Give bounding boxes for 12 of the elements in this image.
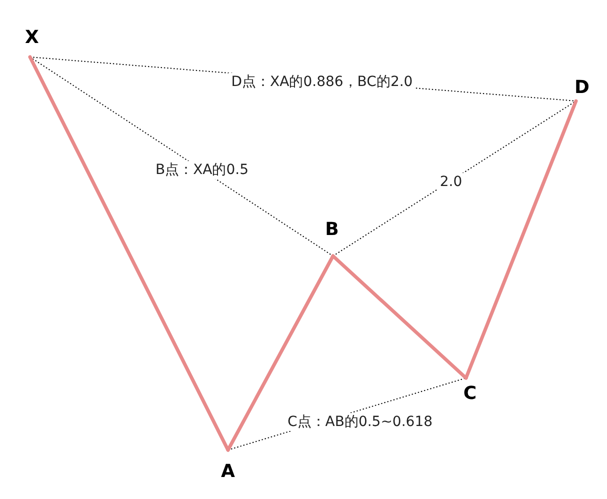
point-label: B bbox=[325, 220, 339, 240]
point-label: X bbox=[25, 28, 39, 48]
edge-label: D点：XA的0.886，BC的2.0 bbox=[228, 73, 416, 91]
price-leg-line bbox=[226, 254, 335, 452]
ratio-line bbox=[332, 100, 576, 256]
price-leg-line bbox=[464, 99, 578, 380]
point-label: C bbox=[463, 384, 477, 404]
point-label: A bbox=[221, 462, 235, 482]
point-label: D bbox=[574, 78, 590, 98]
price-leg-line bbox=[331, 254, 468, 380]
price-leg-line bbox=[28, 55, 230, 452]
edge-label: 2.0 bbox=[436, 173, 466, 191]
